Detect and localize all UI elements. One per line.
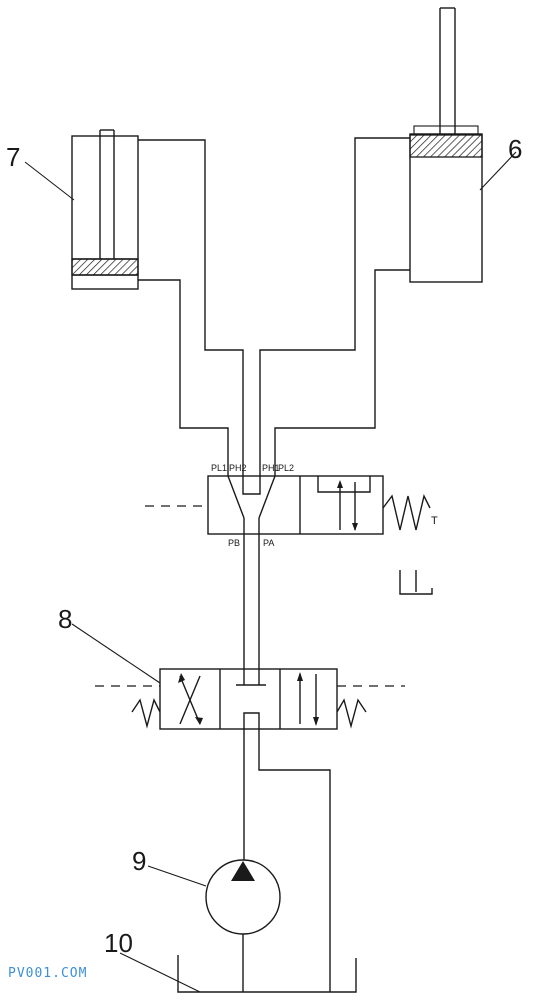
tank-symbol	[399, 570, 433, 595]
port-pb: PB	[228, 538, 240, 548]
label-cylinder-7: 7	[6, 142, 20, 172]
leader-6	[479, 151, 517, 191]
leader-8	[71, 623, 161, 684]
cylinder-7	[71, 129, 139, 290]
upper-valve-spring	[382, 493, 431, 531]
port-t: T	[431, 515, 438, 527]
cylinder-6	[409, 7, 483, 283]
port-ph2: PH2	[229, 463, 247, 473]
port-pl2: PL2	[278, 463, 294, 473]
label-valve-8: 8	[58, 604, 72, 634]
cylinder-6-piston	[409, 134, 483, 158]
valve-8-left-spring	[131, 698, 161, 729]
cylinder-piping	[138, 137, 410, 476]
return-line	[258, 729, 331, 992]
tank-10	[177, 955, 357, 993]
cylinder-7-piston	[71, 258, 139, 276]
valve-8-right-spring	[336, 698, 367, 729]
port-labels: PL1 PH2 PH1 PL2 PB PA T	[211, 463, 438, 548]
pump-9	[205, 859, 281, 935]
port-ph1: PH1	[262, 463, 280, 473]
directional-valve-8	[95, 668, 405, 730]
upper-directional-valve	[145, 475, 433, 595]
label-pump-9: 9	[132, 846, 146, 876]
leader-7	[24, 161, 75, 201]
leader-9	[147, 865, 207, 887]
label-tank-10: 10	[104, 928, 133, 958]
port-pa: PA	[263, 538, 274, 548]
label-cylinder-6: 6	[508, 134, 522, 164]
leader-10	[119, 952, 201, 993]
watermark: PV001.COM	[8, 966, 87, 981]
port-pl1: PL1	[211, 463, 227, 473]
